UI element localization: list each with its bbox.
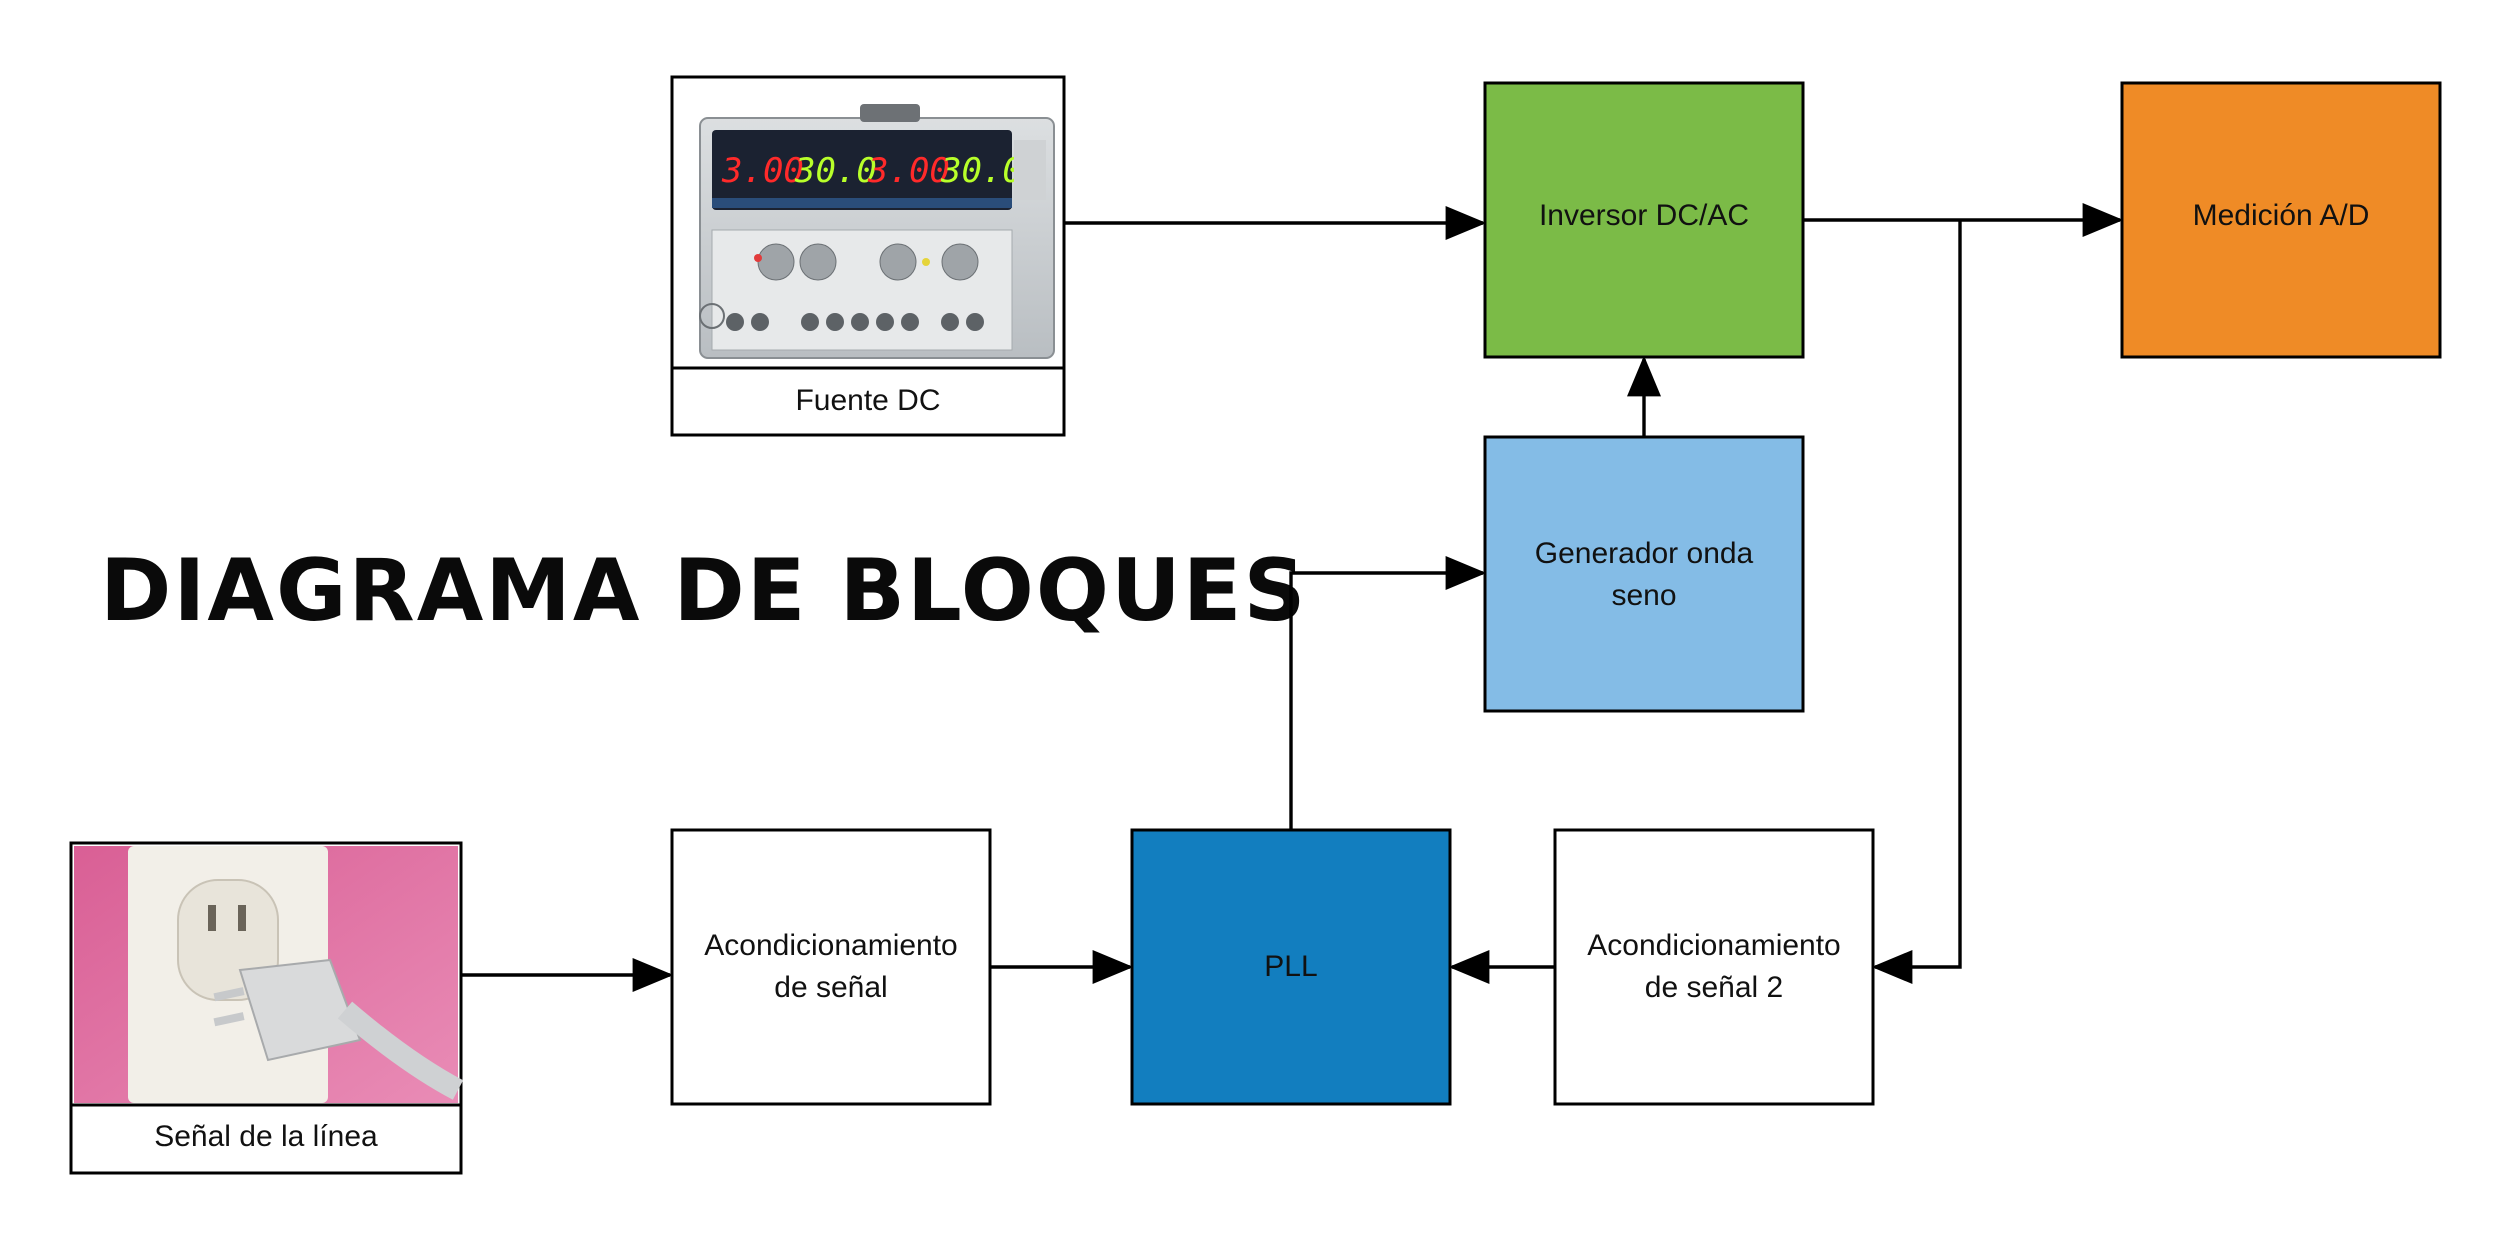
medicion-label: Medición A/D bbox=[2193, 199, 2370, 232]
acond2-node: Acondicionamiento de señal 2 bbox=[1553, 828, 1875, 1106]
display-voltage-1: 30.0 bbox=[794, 151, 877, 191]
pll-node: PLL bbox=[1130, 828, 1452, 1106]
fuente-dc-label: Fuente DC bbox=[795, 384, 940, 417]
display-current-1: 3.00 bbox=[721, 151, 804, 191]
acond1-label-line2: de señal bbox=[774, 971, 887, 1004]
senal-linea-label: Señal de la línea bbox=[154, 1120, 378, 1153]
display-voltage-2: 30.0 bbox=[940, 151, 1023, 191]
acond1-node: Acondicionamiento de señal bbox=[670, 828, 992, 1106]
medicion-node: Medición A/D bbox=[2120, 81, 2442, 359]
fuente-dc-node: 3.00 30.0 3.00 30.0 Fuente DC bbox=[670, 75, 1066, 437]
power-supply-icon: 3.00 30.0 3.00 30.0 bbox=[699, 104, 1055, 359]
generador-label-line2: seno bbox=[1611, 579, 1676, 612]
senal-linea-node: Señal de la línea bbox=[69, 841, 464, 1175]
page-title: DIAGRAMA DE BLOQUES bbox=[100, 541, 1307, 641]
acond2-label-line1: Acondicionamiento bbox=[1587, 929, 1841, 962]
wall-outlet-icon bbox=[74, 846, 464, 1103]
edge-inversor-to-acond2 bbox=[1871, 220, 1962, 984]
acond1-label-line1: Acondicionamiento bbox=[704, 929, 958, 962]
inversor-node: Inversor DC/AC bbox=[1483, 81, 1805, 359]
inversor-label: Inversor DC/AC bbox=[1539, 199, 1749, 232]
edges bbox=[461, 203, 2124, 992]
edge-pll-to-generador bbox=[1289, 556, 1487, 830]
display-current-2: 3.00 bbox=[867, 151, 950, 191]
generador-label-line1: Generador onda bbox=[1535, 537, 1754, 570]
acond2-label-line2: de señal 2 bbox=[1645, 971, 1783, 1004]
pll-label: PLL bbox=[1264, 950, 1317, 983]
generador-node: Generador onda seno bbox=[1483, 435, 1805, 713]
